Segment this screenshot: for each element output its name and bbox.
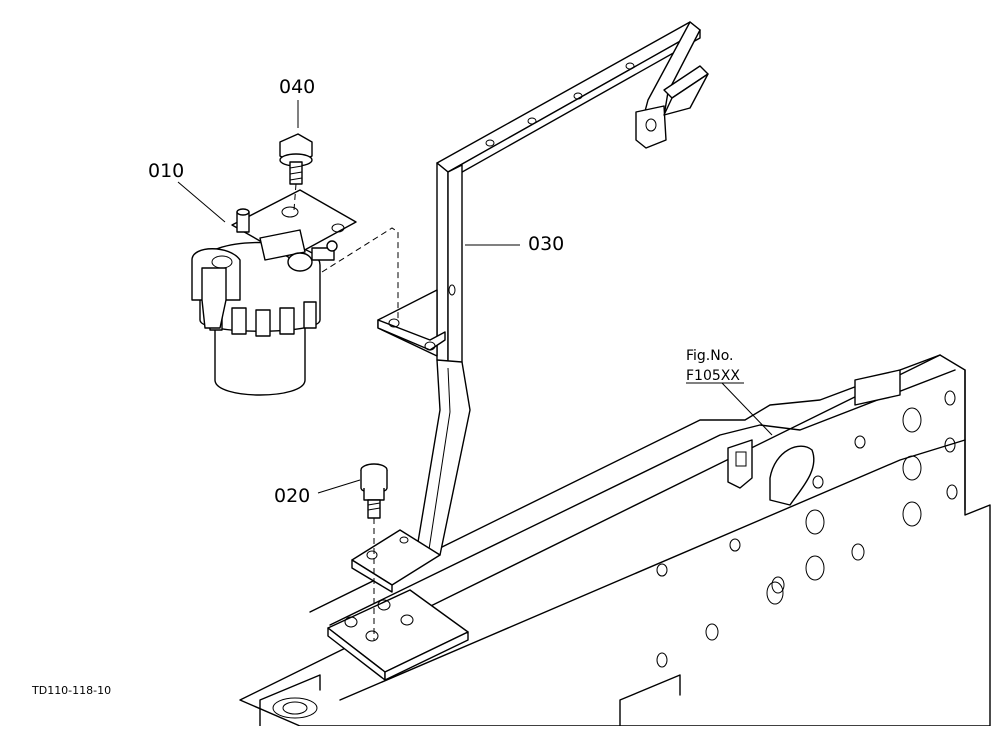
callout-040: 040 xyxy=(279,76,315,98)
figure-ref-number: F105XX xyxy=(686,368,740,384)
plug-020 xyxy=(360,463,388,519)
tractor-frame xyxy=(239,354,991,727)
callout-020: 020 xyxy=(274,485,310,507)
callout-030: 030 xyxy=(528,233,564,255)
figure-ref-label: Fig.No. xyxy=(686,348,734,364)
mounting-plate xyxy=(327,589,469,681)
fuel-filter-010 xyxy=(191,189,357,396)
bolt-040 xyxy=(279,133,313,185)
callout-010: 010 xyxy=(148,160,184,182)
leader-lines xyxy=(177,100,773,494)
drawing-id: TD110-118-10 xyxy=(31,684,111,697)
assembly-lines xyxy=(293,183,399,640)
